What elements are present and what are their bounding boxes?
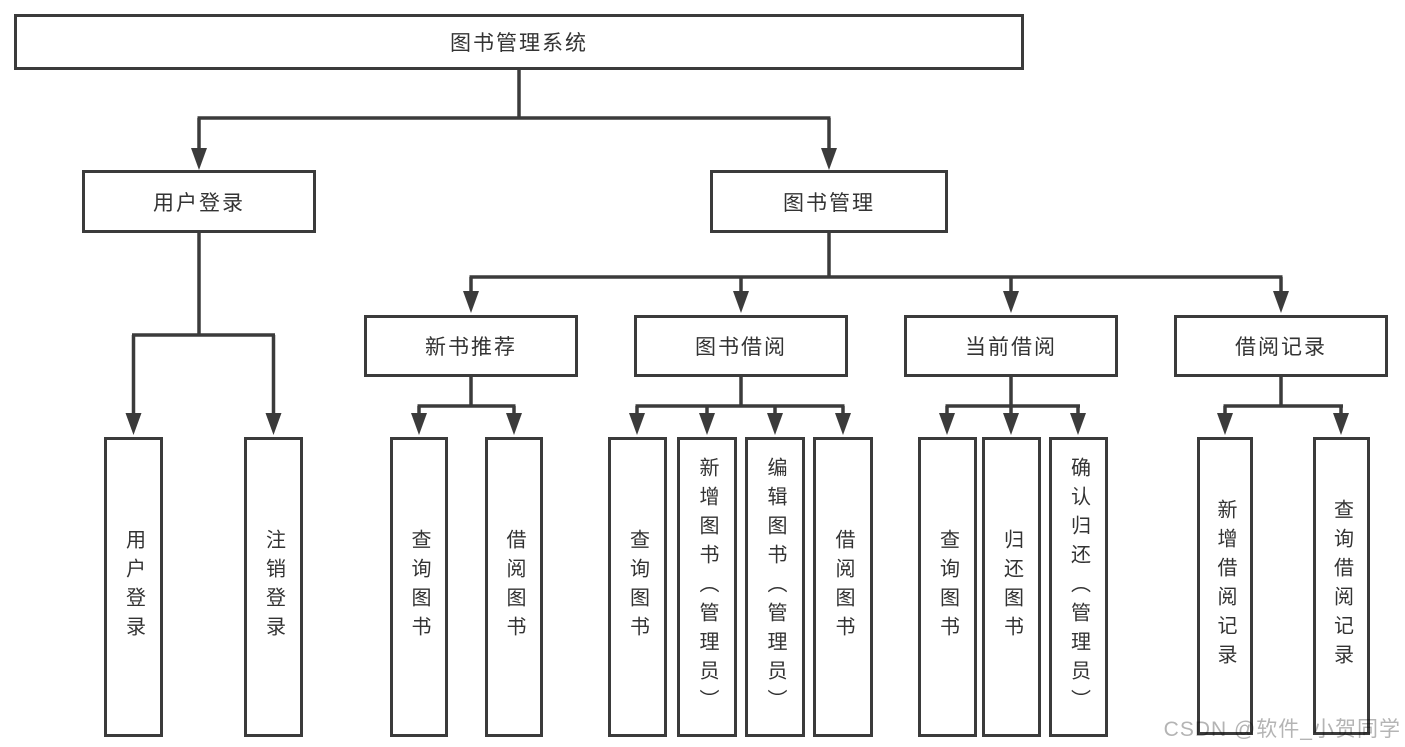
leaf-br-query-borrow-record-label: 查询借阅记录: [1330, 499, 1353, 673]
node-book-borrowing: 图书借阅: [634, 315, 848, 377]
node-root-label: 图书管理系统: [450, 32, 588, 55]
leaf-user-login-label: 用户登录: [122, 529, 145, 645]
node-current-borrowing: 当前借阅: [904, 315, 1118, 377]
leaf-bb-borrow-books-label: 借阅图书: [832, 529, 854, 645]
node-user-login-label: 用户登录: [153, 191, 245, 215]
leaf-bb-add-books-admin: 新增图书（管理员）: [677, 437, 737, 737]
node-new-book-recommendation-label: 新书推荐: [425, 336, 517, 359]
node-borrowing-records-label: 借阅记录: [1235, 336, 1327, 359]
node-user-login: 用户登录: [82, 170, 316, 233]
leaf-cb-return-books-label: 归还图书: [1000, 529, 1023, 645]
leaf-cb-query-books-label: 查询图书: [936, 529, 959, 645]
node-book-management-label: 图书管理: [783, 191, 875, 215]
leaf-cb-confirm-return-admin: 确认归还（管理员）: [1049, 437, 1108, 737]
leaf-bb-query-books-label: 查询图书: [626, 529, 649, 645]
leaf-bb-edit-books-admin: 编辑图书（管理员）: [745, 437, 805, 737]
leaf-nb-borrow-books-label: 借阅图书: [503, 529, 525, 645]
leaf-user-login: 用户登录: [104, 437, 163, 737]
leaf-cb-confirm-return-admin-label: 确认归还（管理员）: [1067, 456, 1090, 718]
leaf-br-query-borrow-record: 查询借阅记录: [1313, 437, 1370, 735]
leaf-br-add-borrow-record: 新增借阅记录: [1197, 437, 1253, 735]
leaf-bb-edit-books-admin-label: 编辑图书（管理员）: [764, 456, 786, 718]
leaf-logout-login-label: 注销登录: [262, 529, 285, 645]
node-book-borrowing-label: 图书借阅: [695, 336, 787, 359]
node-root: 图书管理系统: [14, 14, 1024, 70]
node-borrowing-records: 借阅记录: [1174, 315, 1388, 377]
watermark: CSDN @软件_小贺同学: [1163, 718, 1401, 741]
leaf-cb-query-books: 查询图书: [918, 437, 977, 737]
node-new-book-recommendation: 新书推荐: [364, 315, 578, 377]
leaf-bb-add-books-admin-label: 新增图书（管理员）: [696, 456, 718, 718]
leaf-nb-query-books: 查询图书: [390, 437, 448, 737]
leaf-br-add-borrow-record-label: 新增借阅记录: [1214, 499, 1236, 673]
leaf-nb-borrow-books: 借阅图书: [485, 437, 543, 737]
node-current-borrowing-label: 当前借阅: [965, 336, 1057, 359]
leaf-cb-return-books: 归还图书: [982, 437, 1041, 737]
node-book-management: 图书管理: [710, 170, 948, 233]
leaf-logout-login: 注销登录: [244, 437, 303, 737]
leaf-nb-query-books-label: 查询图书: [408, 529, 430, 645]
leaf-bb-borrow-books: 借阅图书: [813, 437, 873, 737]
leaf-bb-query-books: 查询图书: [608, 437, 667, 737]
